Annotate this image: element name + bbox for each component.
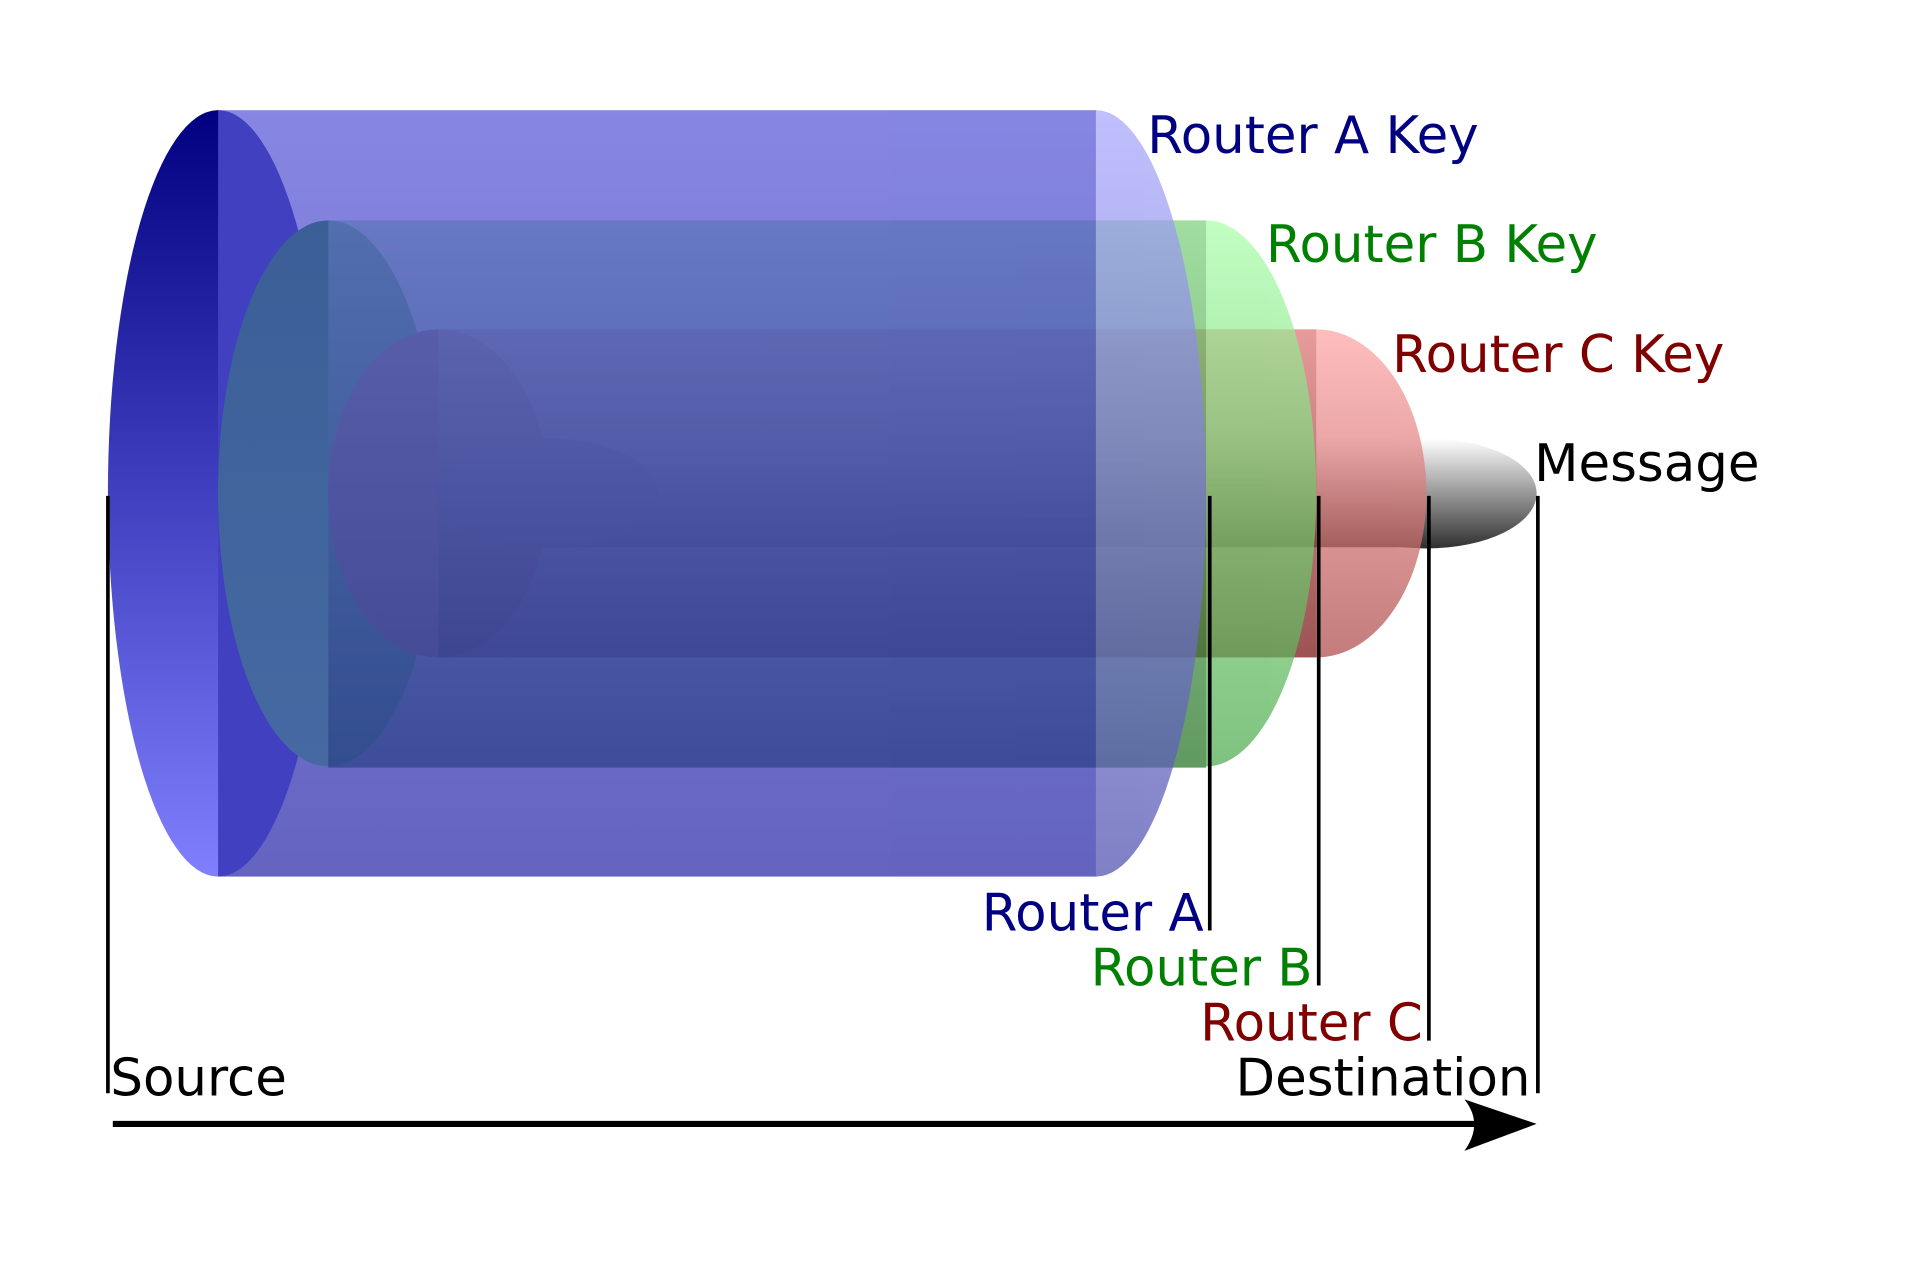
message-label: Message (1534, 434, 1759, 494)
destination-label: Destination (1236, 1049, 1531, 1109)
direction-arrow-head (1464, 1099, 1537, 1151)
router-a-key-label: Router A Key (1147, 106, 1478, 166)
router-a-key-cylinder (218, 110, 1207, 877)
router-c-key-label: Router C Key (1392, 325, 1724, 385)
source-label: Source (110, 1049, 287, 1109)
router-c-label: Router C (1200, 994, 1423, 1054)
router-a-label: Router A (982, 883, 1204, 943)
router-b-label: Router B (1091, 939, 1313, 999)
router-b-key-label: Router B Key (1266, 215, 1598, 275)
marker-lines (106, 495, 1540, 1094)
